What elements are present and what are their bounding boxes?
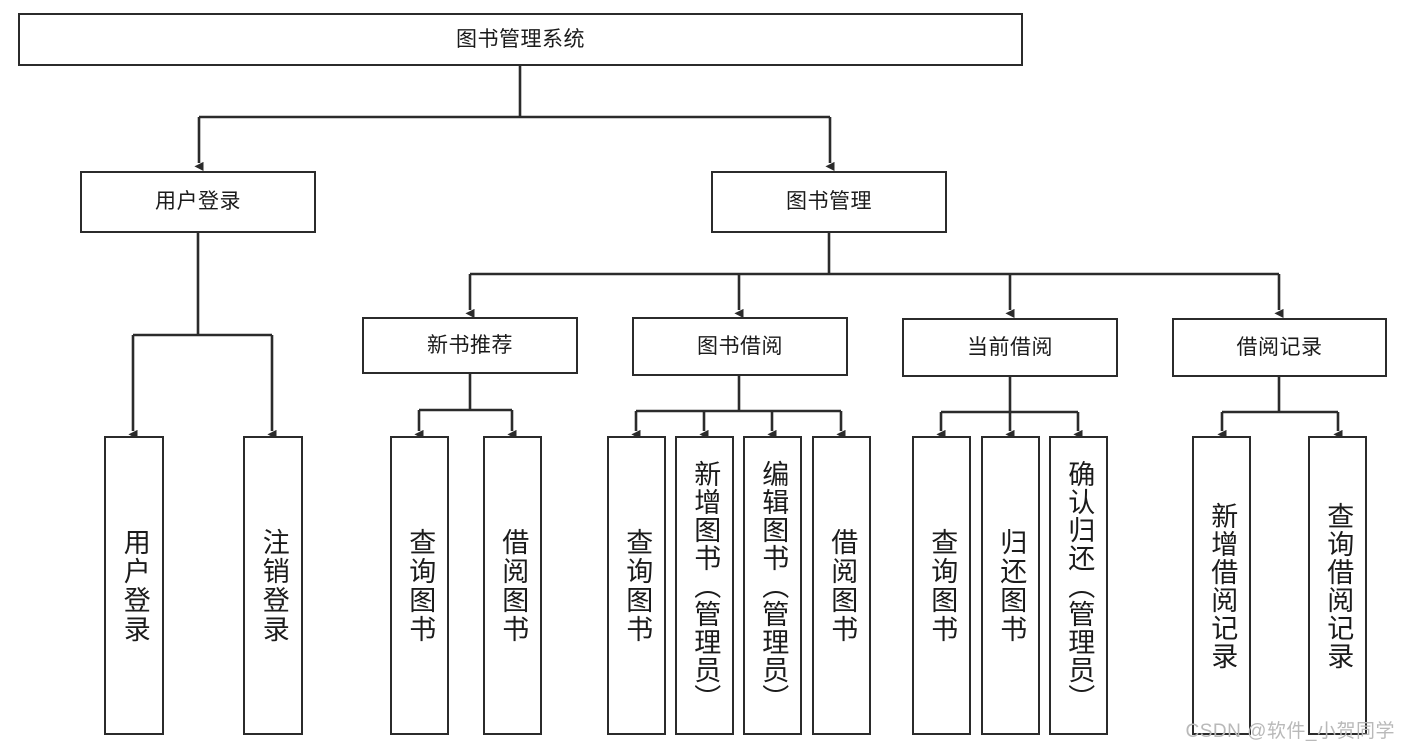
node-label: 归还图书 — [996, 527, 1027, 644]
node-label: 新书推荐 — [427, 333, 513, 357]
node-borrow-record[interactable]: 借阅记录 — [1172, 318, 1387, 377]
leaf-user-login[interactable]: 用户登录 — [104, 436, 164, 735]
node-label: 新增借阅记录 — [1207, 501, 1238, 670]
node-user-login[interactable]: 用户登录 — [80, 171, 316, 233]
node-new-book-recommend[interactable]: 新书推荐 — [362, 317, 578, 374]
leaf-return-book[interactable]: 归还图书 — [981, 436, 1040, 735]
leaf-borrow-book-borrow[interactable]: 借阅图书 — [812, 436, 871, 735]
node-label: 查询借阅记录 — [1323, 501, 1354, 670]
leaf-edit-book-admin[interactable]: 编辑图书（管理员） — [743, 436, 802, 735]
leaf-query-book-recommend[interactable]: 查询图书 — [390, 436, 449, 735]
node-label: 当前借阅 — [967, 335, 1053, 359]
node-current-borrow[interactable]: 当前借阅 — [902, 318, 1118, 377]
node-label: 图书管理系统 — [456, 27, 585, 51]
node-label: 用户登录 — [155, 190, 241, 214]
leaf-confirm-return-admin[interactable]: 确认归还（管理员） — [1049, 436, 1108, 735]
node-label: 借阅图书 — [827, 527, 858, 644]
leaf-add-book-admin[interactable]: 新增图书（管理员） — [675, 436, 734, 735]
node-label: 查询图书 — [927, 527, 958, 644]
node-label: 编辑图书（管理员） — [758, 459, 789, 712]
leaf-query-book-borrow[interactable]: 查询图书 — [607, 436, 666, 735]
node-label: 查询图书 — [622, 527, 653, 644]
node-root-system[interactable]: 图书管理系统 — [18, 13, 1023, 66]
leaf-logout-login[interactable]: 注销登录 — [243, 436, 303, 735]
node-label: 借阅图书 — [498, 527, 529, 644]
node-label: 注销登录 — [258, 527, 289, 644]
node-label: 图书管理 — [786, 190, 872, 214]
node-label: 确认归还（管理员） — [1064, 459, 1095, 712]
node-label: 图书借阅 — [697, 334, 783, 358]
leaf-add-borrow-record[interactable]: 新增借阅记录 — [1192, 436, 1251, 735]
node-book-borrow[interactable]: 图书借阅 — [632, 317, 848, 376]
node-label: 新增图书（管理员） — [690, 459, 721, 712]
node-label: 用户登录 — [119, 527, 150, 644]
csdn-watermark: CSDN @软件_小贺同学 — [1185, 721, 1395, 742]
leaf-query-borrow-record[interactable]: 查询借阅记录 — [1308, 436, 1367, 735]
node-book-manage[interactable]: 图书管理 — [711, 171, 947, 233]
leaf-borrow-book-recommend[interactable]: 借阅图书 — [483, 436, 542, 735]
leaf-query-book-current[interactable]: 查询图书 — [912, 436, 971, 735]
node-label: 借阅记录 — [1236, 335, 1323, 359]
node-label: 查询图书 — [405, 527, 436, 644]
